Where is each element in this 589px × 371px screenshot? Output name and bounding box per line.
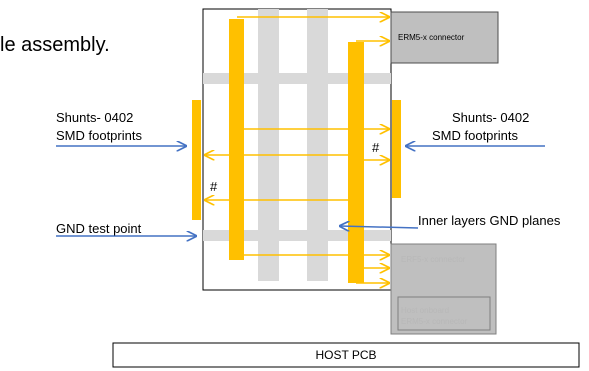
- host-pcb-label: HOST PCB: [315, 348, 376, 362]
- gnd-plane-horizontal-top: [203, 73, 391, 84]
- host-onboard-connector: [397, 296, 491, 331]
- trace-bar-left: [229, 19, 244, 260]
- trace-bar-right: [348, 42, 364, 283]
- caption-fragment: le assembly.: [0, 34, 110, 56]
- shunt-footprint-left: [192, 100, 201, 220]
- gnd-planes: [203, 9, 391, 281]
- callout-arrow-inner-layers: [340, 226, 419, 228]
- hash-marker-left: #: [210, 179, 218, 194]
- shunts-left-label-line2: SMD footprints: [56, 128, 142, 143]
- signal-arrows: [205, 17, 389, 283]
- host-onboard-label-line1: Host onboard: [401, 306, 449, 315]
- erm5-connector: [390, 11, 499, 64]
- hash-marker-right: #: [372, 140, 380, 155]
- shunts-left-label-line1: Shunts- 0402: [56, 110, 133, 125]
- host-onboard-label-line2: ERM5-x connector: [401, 317, 468, 326]
- shunt-footprint-right: [392, 100, 401, 198]
- host-pcb-board: [112, 342, 580, 368]
- inner-layers-label: Inner layers GND planes: [418, 213, 561, 228]
- gnd-plane-horizontal-bottom: [203, 230, 391, 241]
- shunts-right-label-line1: Shunts- 0402: [452, 110, 529, 125]
- erf5-connector-label: ERF5-x connector: [401, 255, 466, 264]
- callout-arrows: [56, 146, 545, 236]
- shunts-right-label-line2: SMD footprints: [432, 128, 518, 143]
- gnd-test-point-label: GND test point: [56, 221, 142, 236]
- erm5-connector-label: ERM5-x connector: [398, 33, 465, 42]
